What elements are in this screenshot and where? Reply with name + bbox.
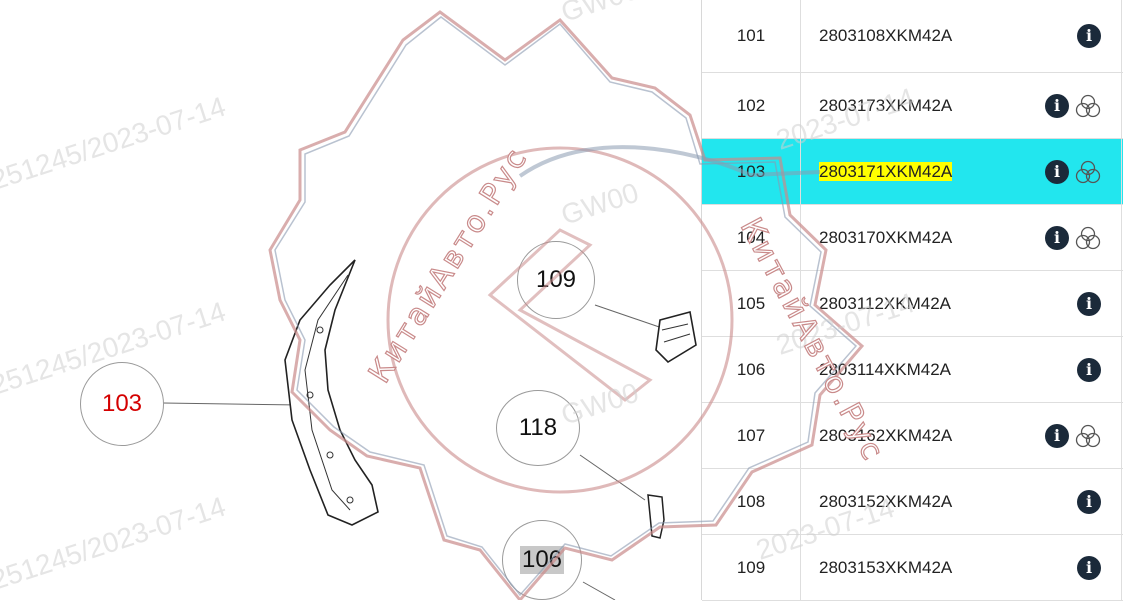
part-row-105[interactable]: 105 2803112XKM42A i	[702, 271, 1123, 337]
part-actions-cell: i	[1019, 337, 1122, 403]
part-code-cell: 2803114XKM42A	[801, 337, 1020, 403]
parts-table-body: 101 2803108XKM42A i 102 2803173XKM42A i 103 280…	[702, 0, 1123, 601]
part-code-cell: 2803171XKM42A	[801, 139, 1020, 205]
part-code[interactable]: 2803170XKM42A	[819, 228, 952, 247]
callout-106-label: 106	[520, 546, 564, 574]
part-actions-cell: i	[1019, 205, 1122, 271]
part-code[interactable]: 2803171XKM42A	[819, 162, 952, 181]
part-109-drawing[interactable]	[656, 312, 696, 362]
part-actions-cell: i	[1019, 469, 1122, 535]
part-row-107[interactable]: 107 2803162XKM42A i	[702, 403, 1123, 469]
part-actions-cell: i	[1019, 73, 1122, 139]
parts-diagram: 103 109 118 106	[0, 0, 700, 600]
part-number-cell: 102	[702, 73, 801, 139]
part-code-cell: 2803170XKM42A	[801, 205, 1020, 271]
part-code-cell: 2803173XKM42A	[801, 73, 1020, 139]
part-row-102[interactable]: 102 2803173XKM42A i	[702, 73, 1123, 139]
info-icon[interactable]: i	[1077, 24, 1101, 48]
part-number-cell: 105	[702, 271, 801, 337]
callout-103[interactable]: 103	[80, 362, 164, 446]
info-icon[interactable]: i	[1077, 490, 1101, 514]
part-row-109[interactable]: 109 2803153XKM42A i	[702, 535, 1123, 601]
info-icon[interactable]: i	[1045, 226, 1069, 250]
parts-table: 101 2803108XKM42A i 102 2803173XKM42A i 103 280…	[702, 0, 1123, 601]
callout-106[interactable]: 106	[502, 520, 582, 600]
part-number-cell: 109	[702, 535, 801, 601]
part-number-cell: 103	[702, 139, 801, 205]
callout-118[interactable]: 118	[496, 390, 580, 466]
leader-line-109	[595, 305, 668, 330]
leader-line-103	[163, 403, 300, 405]
three-circles-icon[interactable]	[1075, 94, 1101, 118]
part-118-drawing[interactable]	[648, 495, 664, 538]
info-icon[interactable]: i	[1045, 94, 1069, 118]
part-code[interactable]: 2803173XKM42A	[819, 96, 952, 115]
part-code-cell: 2803162XKM42A	[801, 403, 1020, 469]
part-code[interactable]: 2803108XKM42A	[819, 26, 952, 45]
part-code[interactable]: 2803114XKM42A	[819, 360, 951, 379]
part-code-cell: 2803152XKM42A	[801, 469, 1020, 535]
leader-line-106	[583, 582, 615, 600]
parts-table-panel: 101 2803108XKM42A i 102 2803173XKM42A i 103 280…	[701, 0, 1123, 600]
part-row-101[interactable]: 101 2803108XKM42A i	[702, 0, 1123, 73]
callout-109[interactable]: 109	[517, 241, 595, 319]
part-number-cell: 107	[702, 403, 801, 469]
three-circles-icon[interactable]	[1075, 160, 1101, 184]
info-icon[interactable]: i	[1045, 160, 1069, 184]
part-row-106[interactable]: 106 2803114XKM42A i	[702, 337, 1123, 403]
part-actions-cell: i	[1019, 0, 1122, 73]
part-row-103[interactable]: 103 2803171XKM42A i	[702, 139, 1123, 205]
part-code[interactable]: 2803153XKM42A	[819, 558, 952, 577]
callout-118-label: 118	[519, 414, 557, 442]
three-circles-icon[interactable]	[1075, 226, 1101, 250]
part-number-cell: 106	[702, 337, 801, 403]
callout-103-label: 103	[102, 390, 142, 418]
part-103-drawing[interactable]	[285, 260, 378, 525]
part-code-cell: 2803112XKM42A	[801, 271, 1020, 337]
part-actions-cell: i	[1019, 271, 1122, 337]
leader-line-118	[580, 455, 645, 500]
part-code-cell: 2803108XKM42A	[801, 0, 1020, 73]
info-icon[interactable]: i	[1077, 556, 1101, 580]
part-number-cell: 104	[702, 205, 801, 271]
info-icon[interactable]: i	[1077, 292, 1101, 316]
part-row-108[interactable]: 108 2803152XKM42A i	[702, 469, 1123, 535]
part-code[interactable]: 2803152XKM42A	[819, 492, 952, 511]
three-circles-icon[interactable]	[1075, 424, 1101, 448]
part-actions-cell: i	[1019, 139, 1122, 205]
part-code[interactable]: 2803112XKM42A	[819, 294, 951, 313]
part-code-cell: 2803153XKM42A	[801, 535, 1020, 601]
part-number-cell: 101	[702, 0, 801, 73]
part-row-104[interactable]: 104 2803170XKM42A i	[702, 205, 1123, 271]
part-actions-cell: i	[1019, 535, 1122, 601]
diagram-drawing	[0, 0, 700, 600]
info-icon[interactable]: i	[1045, 424, 1069, 448]
callout-109-label: 109	[536, 266, 576, 294]
part-number-cell: 108	[702, 469, 801, 535]
info-icon[interactable]: i	[1077, 358, 1101, 382]
part-actions-cell: i	[1019, 403, 1122, 469]
part-code[interactable]: 2803162XKM42A	[819, 426, 952, 445]
